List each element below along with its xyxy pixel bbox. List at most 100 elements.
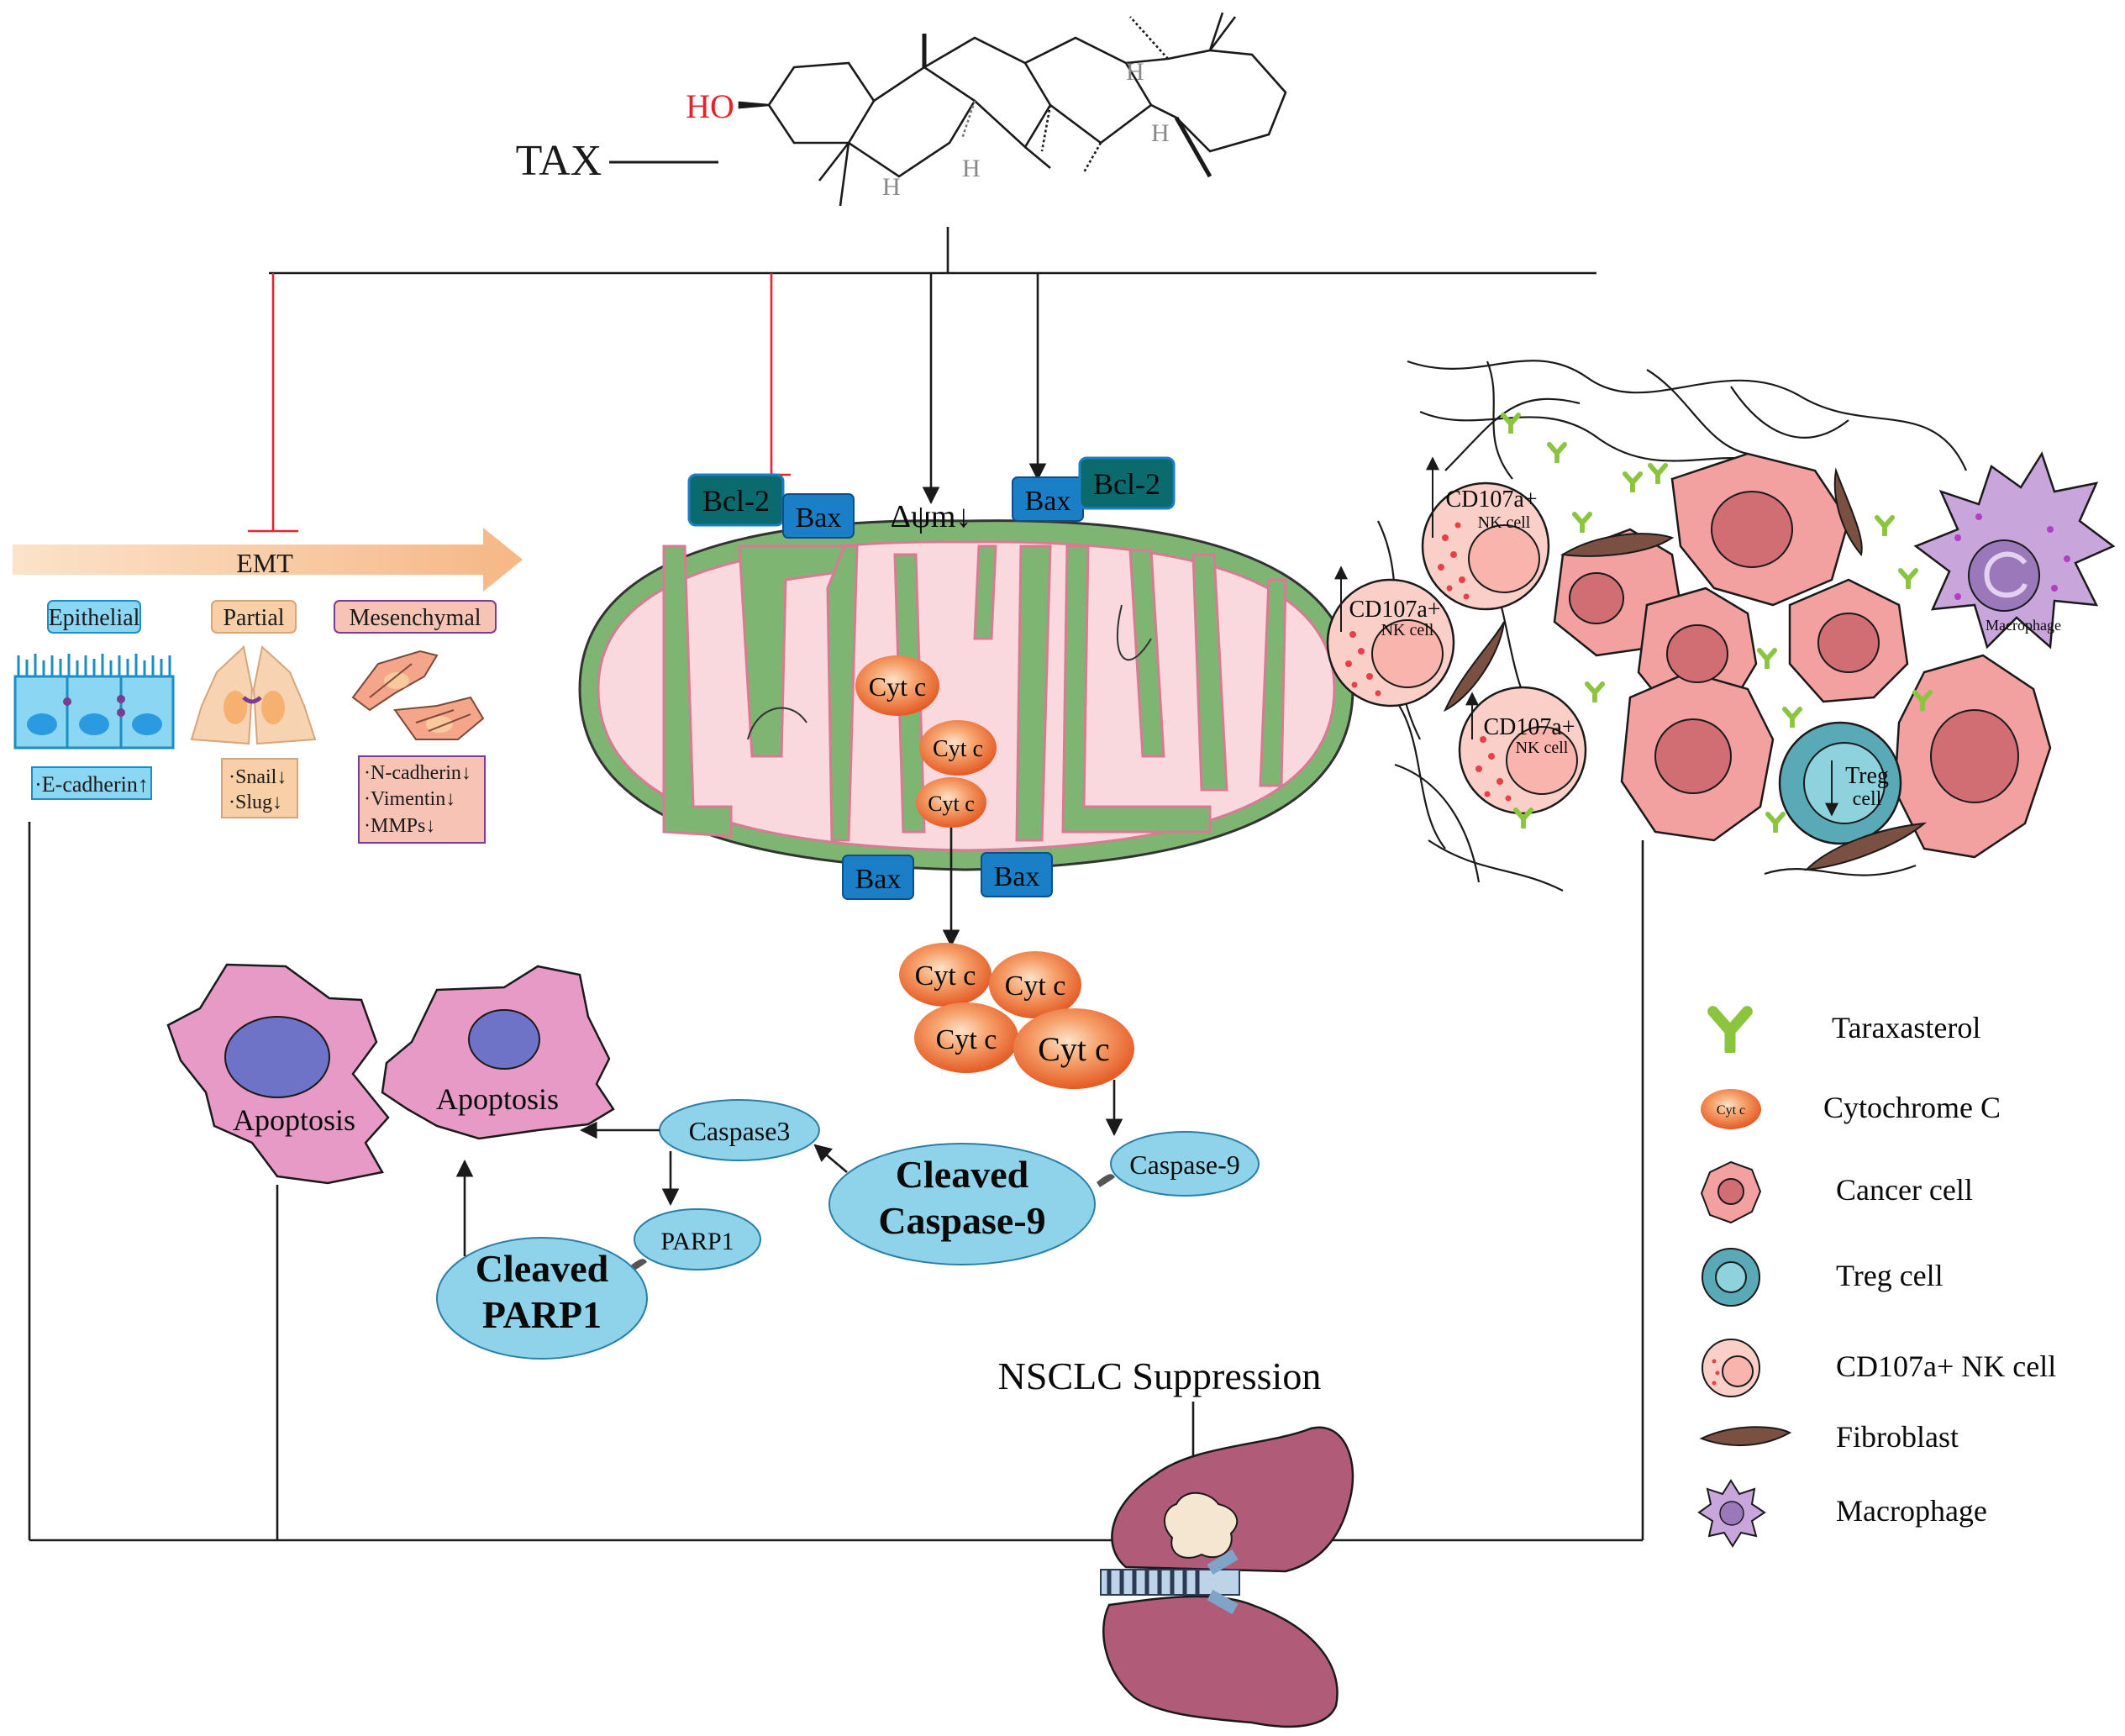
svg-text:Caspase-9: Caspase-9: [1129, 1149, 1240, 1180]
convergence-lines: [28, 822, 1644, 1549]
svg-text:Bax: Bax: [796, 502, 842, 534]
hydrogen-label: H: [1151, 119, 1170, 147]
svg-text:PARP1: PARP1: [660, 1228, 734, 1255]
tumor-mass-icon: [1164, 1491, 1239, 1559]
svg-text:·N-cadherin↓: ·N-cadherin↓: [364, 762, 471, 784]
lungs: [1100, 1426, 1354, 1728]
hydrogen-label: H: [1126, 58, 1144, 86]
nk-cell-1: CD107a+ NK cell: [1421, 456, 1550, 611]
svg-text:NK cell: NK cell: [1516, 739, 1569, 757]
bax-bottom-right: Bax: [981, 852, 1053, 897]
emt-arrow: EMT: [13, 528, 523, 592]
svg-text:Cyt c: Cyt c: [869, 671, 926, 702]
tumor-microenvironment: CD107a+ NK cell CD107a+ NK cell CD107a+ …: [1326, 360, 2116, 892]
membrane-potential-label: Δψm↓: [891, 499, 972, 534]
svg-text:CD107a+: CD107a+: [1483, 714, 1575, 740]
mesenchymal-cells: [351, 650, 485, 740]
svg-text:CD107a+: CD107a+: [1349, 597, 1440, 623]
nsclc-suppression-label: NSCLC Suppression: [998, 1355, 1322, 1397]
emt-label: EMT: [236, 548, 293, 578]
legend-fibroblast-icon: [1699, 1426, 1792, 1446]
emt-stage-partial: Partial: [211, 600, 297, 634]
svg-text:Epithelial: Epithelial: [49, 605, 140, 631]
svg-text:NK cell: NK cell: [1478, 513, 1531, 532]
bax-bottom-left: Bax: [842, 855, 914, 900]
parp1: PARP1: [634, 1208, 761, 1270]
svg-text:Cleaved: Cleaved: [896, 1153, 1029, 1196]
svg-text:Caspase3: Caspase3: [689, 1116, 791, 1146]
svg-text:Bcl-2: Bcl-2: [1093, 467, 1160, 501]
svg-text:CD107a+: CD107a+: [1445, 487, 1537, 513]
svg-text:Cyt c: Cyt c: [1005, 971, 1066, 1002]
svg-text:Cyt c: Cyt c: [933, 736, 983, 762]
emt-stage-mesenchymal: Mesenchymal: [334, 600, 497, 634]
caspase3: Caspase3: [659, 1099, 820, 1161]
legend-label-cancer: Cancer cell: [1836, 1173, 1973, 1207]
cleaved-caspase9: Cleaved Caspase-9: [828, 1143, 1096, 1265]
legend-label-nk: CD107a+ NK cell: [1836, 1349, 2056, 1383]
distribution-lines: [269, 227, 1596, 505]
legend-taraxasterol-icon: [1713, 1012, 1748, 1050]
svg-text:Cyt c: Cyt c: [1717, 1103, 1745, 1118]
taraxasterol-structure: [738, 12, 1287, 207]
svg-text:Mesenchymal: Mesenchymal: [349, 605, 481, 631]
svg-text:Bax: Bax: [1025, 486, 1071, 517]
svg-text:Apoptosis: Apoptosis: [233, 1103, 355, 1137]
svg-text:Bcl-2: Bcl-2: [702, 484, 770, 518]
legend-macrophage-icon: [1697, 1479, 1766, 1548]
svg-text:Treg: Treg: [1845, 763, 1889, 789]
epithelial-marker-box: ·E-cadherin↑: [31, 766, 152, 800]
hydroxyl-label: HO: [686, 87, 734, 125]
legend-cytochrome-icon: Cyt c: [1701, 1089, 1761, 1129]
legend-treg-icon: [1702, 1248, 1760, 1307]
svg-text:PARP1: PARP1: [482, 1293, 602, 1336]
svg-text:·Slug↓: ·Slug↓: [229, 792, 282, 813]
caspase3-activation-arrow: [813, 1144, 848, 1173]
legend: Taraxasterol Cyt c Cytochrome C Cancer c…: [1697, 1011, 2056, 1548]
nk-cell-3: CD107a+ NK cell: [1458, 686, 1587, 815]
legend-label-fibroblast: Fibroblast: [1836, 1420, 1959, 1454]
legend-label-taraxasterol: Taraxasterol: [1832, 1011, 1980, 1044]
bcl2-right: Bcl-2: [1078, 456, 1176, 510]
partial-emt-cells: [190, 645, 317, 745]
legend-label-treg: Treg cell: [1836, 1259, 1944, 1292]
apoptotic-cell-right: Apoptosis: [381, 965, 615, 1140]
nk-cell-2: CD107a+ NK cell: [1326, 566, 1455, 708]
bax-right: Bax: [1012, 476, 1084, 522]
hydrogen-label: H: [962, 155, 981, 182]
cleavage-mark: [1097, 1174, 1115, 1187]
legend-label-macrophage: Macrophage: [1836, 1494, 1987, 1528]
tax-label: TAX: [516, 137, 602, 185]
svg-text:·MMPs↓: ·MMPs↓: [364, 815, 435, 837]
svg-text:Cleaved: Cleaved: [476, 1247, 609, 1290]
svg-text:Cyt c: Cyt c: [928, 792, 975, 816]
bcl2-left: Bcl-2: [687, 473, 785, 527]
svg-text:Bax: Bax: [855, 864, 902, 895]
svg-text:cell: cell: [1853, 788, 1882, 810]
svg-text:Cyt c: Cyt c: [915, 960, 976, 992]
cyt-c-released: Cyt c Cyt c Cyt c Cyt c: [899, 943, 1134, 1089]
cleaved-parp1: Cleaved PARP1: [436, 1237, 648, 1360]
epithelial-cells: [13, 654, 175, 750]
emt-stage-epithelial: Epithelial: [47, 600, 141, 634]
partial-marker-box: ·Snail↓ ·Slug↓: [221, 758, 298, 818]
treg-cell: Treg cell: [1778, 721, 1902, 845]
svg-text:·Snail↓: ·Snail↓: [229, 766, 287, 788]
svg-text:NK cell: NK cell: [1381, 621, 1434, 639]
caspase9: Caspase-9: [1110, 1131, 1260, 1197]
mitochondrion: [578, 519, 1354, 871]
svg-text:·E-cadherin↑: ·E-cadherin↑: [34, 772, 149, 797]
legend-label-cytochrome: Cytochrome C: [1823, 1091, 2001, 1124]
apoptotic-cell-left: Apoptosis: [166, 963, 390, 1185]
svg-text:Macrophage: Macrophage: [1986, 617, 2061, 634]
bax-left: Bax: [782, 493, 855, 539]
svg-text:·Vimentin↓: ·Vimentin↓: [364, 788, 455, 810]
svg-text:Apoptosis: Apoptosis: [436, 1082, 559, 1116]
macrophage-cell: Macrophage: [1913, 451, 2116, 650]
cyt-c-inner: Cyt c Cyt c Cyt c: [855, 655, 997, 828]
trachea-icon: [1100, 1549, 1240, 1615]
mesenchymal-marker-box: ·N-cadherin↓ ·Vimentin↓ ·MMPs↓: [358, 755, 486, 844]
svg-text:Partial: Partial: [223, 605, 284, 631]
